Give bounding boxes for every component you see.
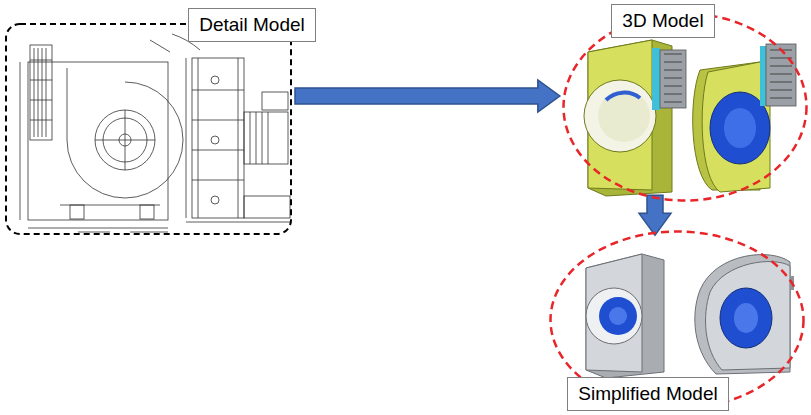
model-label: Simplified Model bbox=[567, 377, 728, 411]
model-region: 3D Model bbox=[562, 12, 808, 202]
model-region: Detail Model bbox=[5, 23, 292, 235]
region-outline bbox=[562, 12, 808, 202]
fan-simplified-box bbox=[586, 254, 664, 378]
region-outline bbox=[5, 23, 292, 235]
block-arrow bbox=[639, 195, 671, 235]
model-label: 3D Model bbox=[611, 4, 714, 38]
dashed-rounded-rect bbox=[6, 24, 291, 234]
block-arrow bbox=[295, 80, 560, 112]
fan-simplified-scroll bbox=[695, 255, 794, 374]
fan-3d-scroll bbox=[693, 44, 796, 192]
model-region: Simplified Model bbox=[549, 230, 805, 410]
engineering-drawing bbox=[20, 34, 290, 232]
model-label: Detail Model bbox=[188, 8, 316, 42]
dashed-ellipse bbox=[564, 14, 807, 201]
